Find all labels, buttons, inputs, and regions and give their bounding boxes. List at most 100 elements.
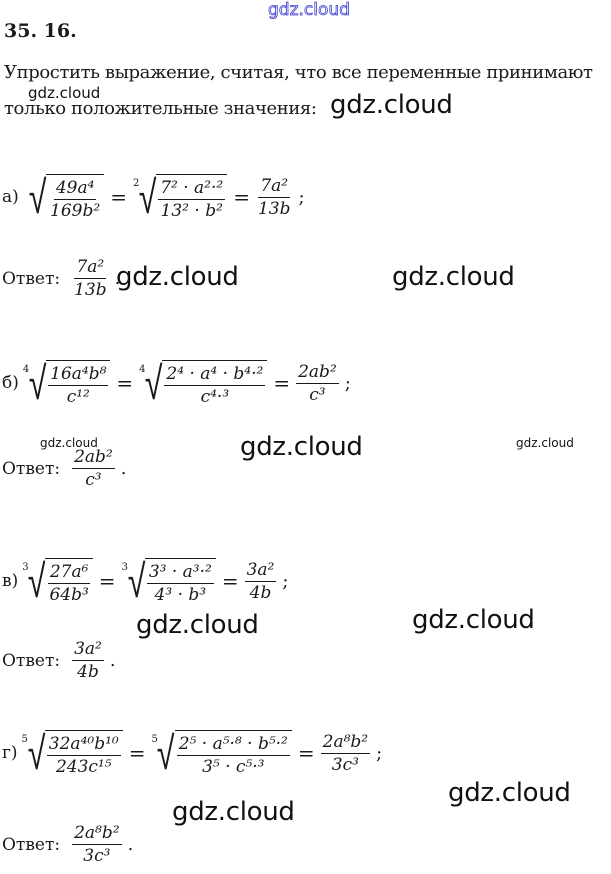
mid-denominator: c⁴·³ xyxy=(200,387,230,407)
root-index: 5 xyxy=(21,734,28,745)
radical-sign-icon: √ xyxy=(28,170,47,224)
radical-sign-icon: √ xyxy=(144,356,163,410)
mid-numerator: 2⁴ · a⁴ · b⁴·² xyxy=(164,364,266,386)
answer-label: Ответ: xyxy=(2,458,61,479)
watermark: gdz.cloud xyxy=(392,262,515,292)
radical: 4 √ 2⁴ · a⁴ · b⁴·² c⁴·³ xyxy=(139,356,268,410)
equals-sign: = xyxy=(98,569,116,593)
root-index: 3 xyxy=(22,562,29,573)
radical: 3 √ 27a⁶ 64b³ xyxy=(22,556,93,606)
radical: 5 √ 32a⁴⁰b¹⁰ 243c¹⁵ xyxy=(22,728,123,778)
lhs-denominator: 243c¹⁵ xyxy=(55,757,112,777)
period: . xyxy=(120,458,127,479)
radical-sign-icon: √ xyxy=(27,726,46,780)
watermark: gdz.cloud xyxy=(28,84,101,102)
result-denominator: 4b xyxy=(249,582,272,603)
equals-sign: = xyxy=(221,569,239,593)
part-g-answer: Ответ: 2a⁸b² 3c³ . xyxy=(2,822,133,867)
equals-sign: = xyxy=(233,185,250,209)
part-g-label: г) xyxy=(2,743,18,763)
equals-sign: = xyxy=(297,741,315,765)
problem-number: 35. 16. xyxy=(4,20,77,42)
part-b-equation: б) 4 √ 16a⁴b⁸ c¹² = 4 √ 2⁴ · a⁴ · b⁴·² c… xyxy=(2,358,351,408)
radical: 3 √ 3³ · a³·² 4³ · b³ xyxy=(122,556,216,606)
part-g-equation: г) 5 √ 32a⁴⁰b¹⁰ 243c¹⁵ = 5 √ 2⁵ · a⁵·⁸ ·… xyxy=(2,728,382,778)
answer-denominator: 13b xyxy=(74,280,107,300)
radical: 4 √ 16a⁴b⁸ c¹² xyxy=(23,358,111,408)
result-denominator: 13b xyxy=(257,198,291,219)
period: . xyxy=(127,834,134,855)
lhs-numerator: 27a⁶ xyxy=(47,562,91,584)
watermark: gdz.cloud xyxy=(172,797,295,827)
radical: 5 √ 2⁵ · a⁵·⁸ · b⁵·² 3⁵ · c⁵·³ xyxy=(151,726,292,780)
result-numerator: 7a² xyxy=(258,175,291,198)
semicolon: ; xyxy=(376,742,383,764)
result-denominator: c³ xyxy=(309,384,326,405)
lhs-numerator: 32a⁴⁰b¹⁰ xyxy=(46,734,121,756)
radical-sign-icon: √ xyxy=(157,726,175,780)
part-a-label: а) xyxy=(2,187,19,207)
watermark: gdz.cloud xyxy=(516,436,574,450)
answer-denominator: 4b xyxy=(77,662,99,682)
part-v-equation: в) 3 √ 27a⁶ 64b³ = 3 √ 3³ · a³·² 4³ · b³… xyxy=(2,556,288,606)
answer-label: Ответ: xyxy=(2,650,61,671)
answer-denominator: 3c³ xyxy=(83,846,111,866)
lhs-numerator: 49a⁴ xyxy=(53,178,97,200)
root-index: 3 xyxy=(121,562,128,573)
part-a-answer: Ответ: 7a² 13b . xyxy=(2,256,120,301)
semicolon: ; xyxy=(298,186,305,208)
root-index: 5 xyxy=(151,734,158,745)
problem-statement-line2: только положительные значения: xyxy=(4,98,317,119)
period: . xyxy=(109,650,116,671)
watermark: gdz.cloud xyxy=(412,605,535,635)
equals-sign: = xyxy=(128,741,146,765)
mid-numerator: 3³ · a³·² xyxy=(146,562,214,584)
watermark: gdz.cloud xyxy=(240,432,363,462)
answer-numerator: 2ab² xyxy=(72,447,115,469)
part-v-answer: Ответ: 3a² 4b . xyxy=(2,638,116,683)
radical-sign-icon: √ xyxy=(138,170,157,224)
answer-label: Ответ: xyxy=(2,268,61,289)
answer-denominator: c³ xyxy=(85,470,102,490)
period: . xyxy=(114,268,121,289)
answer-numerator: 3a² xyxy=(72,639,104,661)
result-numerator: 3a² xyxy=(244,559,277,582)
radical-sign-icon: √ xyxy=(127,554,146,608)
equals-sign: = xyxy=(110,185,127,209)
mid-denominator: 4³ · b³ xyxy=(154,585,207,605)
part-v-label: в) xyxy=(2,571,19,591)
watermark: gdz.cloud xyxy=(116,262,239,292)
mid-denominator: 3⁵ · c⁵·³ xyxy=(202,757,265,777)
answer-numerator: 7a² xyxy=(74,257,107,279)
mid-denominator: 13² · b² xyxy=(160,201,223,221)
lhs-denominator: c¹² xyxy=(66,387,90,407)
mid-numerator: 2⁵ · a⁵·⁸ · b⁵·² xyxy=(176,734,290,756)
radical: 2 √ 7² · a²·² 13² · b² xyxy=(132,170,228,224)
lhs-numerator: 16a⁴b⁸ xyxy=(48,364,109,386)
watermark: gdz.cloud xyxy=(448,778,571,808)
root-index: 4 xyxy=(22,364,30,375)
equals-sign: = xyxy=(273,371,291,395)
mid-numerator: 7² · a²·² xyxy=(158,178,226,200)
lhs-denominator: 64b³ xyxy=(49,585,89,605)
result-numerator: 2a⁸b² xyxy=(320,731,371,754)
part-b-answer: Ответ: 2ab² c³ . xyxy=(2,446,127,491)
part-a-equation: а) √ 49a⁴ 169b² = 2 √ 7² · a²·² 13² · b²… xyxy=(2,172,305,222)
radical: √ 49a⁴ 169b² xyxy=(23,170,105,224)
watermark-top: gdz.cloud xyxy=(268,0,351,20)
answer-label: Ответ: xyxy=(2,834,61,855)
watermark: gdz.cloud xyxy=(40,436,98,450)
root-index: 4 xyxy=(139,364,146,375)
semicolon: ; xyxy=(344,372,351,394)
result-denominator: 3c³ xyxy=(331,754,359,775)
root-index: 2 xyxy=(132,178,140,189)
semicolon: ; xyxy=(282,570,289,592)
result-numerator: 2ab² xyxy=(296,361,339,384)
part-b-label: б) xyxy=(2,373,19,393)
radical-sign-icon: √ xyxy=(27,554,46,608)
watermark: gdz.cloud xyxy=(330,90,453,120)
answer-numerator: 2a⁸b² xyxy=(72,823,122,845)
radical-sign-icon: √ xyxy=(28,356,47,410)
problem-statement-line1: Упростить выражение, считая, что все пер… xyxy=(4,62,593,83)
watermark: gdz.cloud xyxy=(136,610,259,640)
